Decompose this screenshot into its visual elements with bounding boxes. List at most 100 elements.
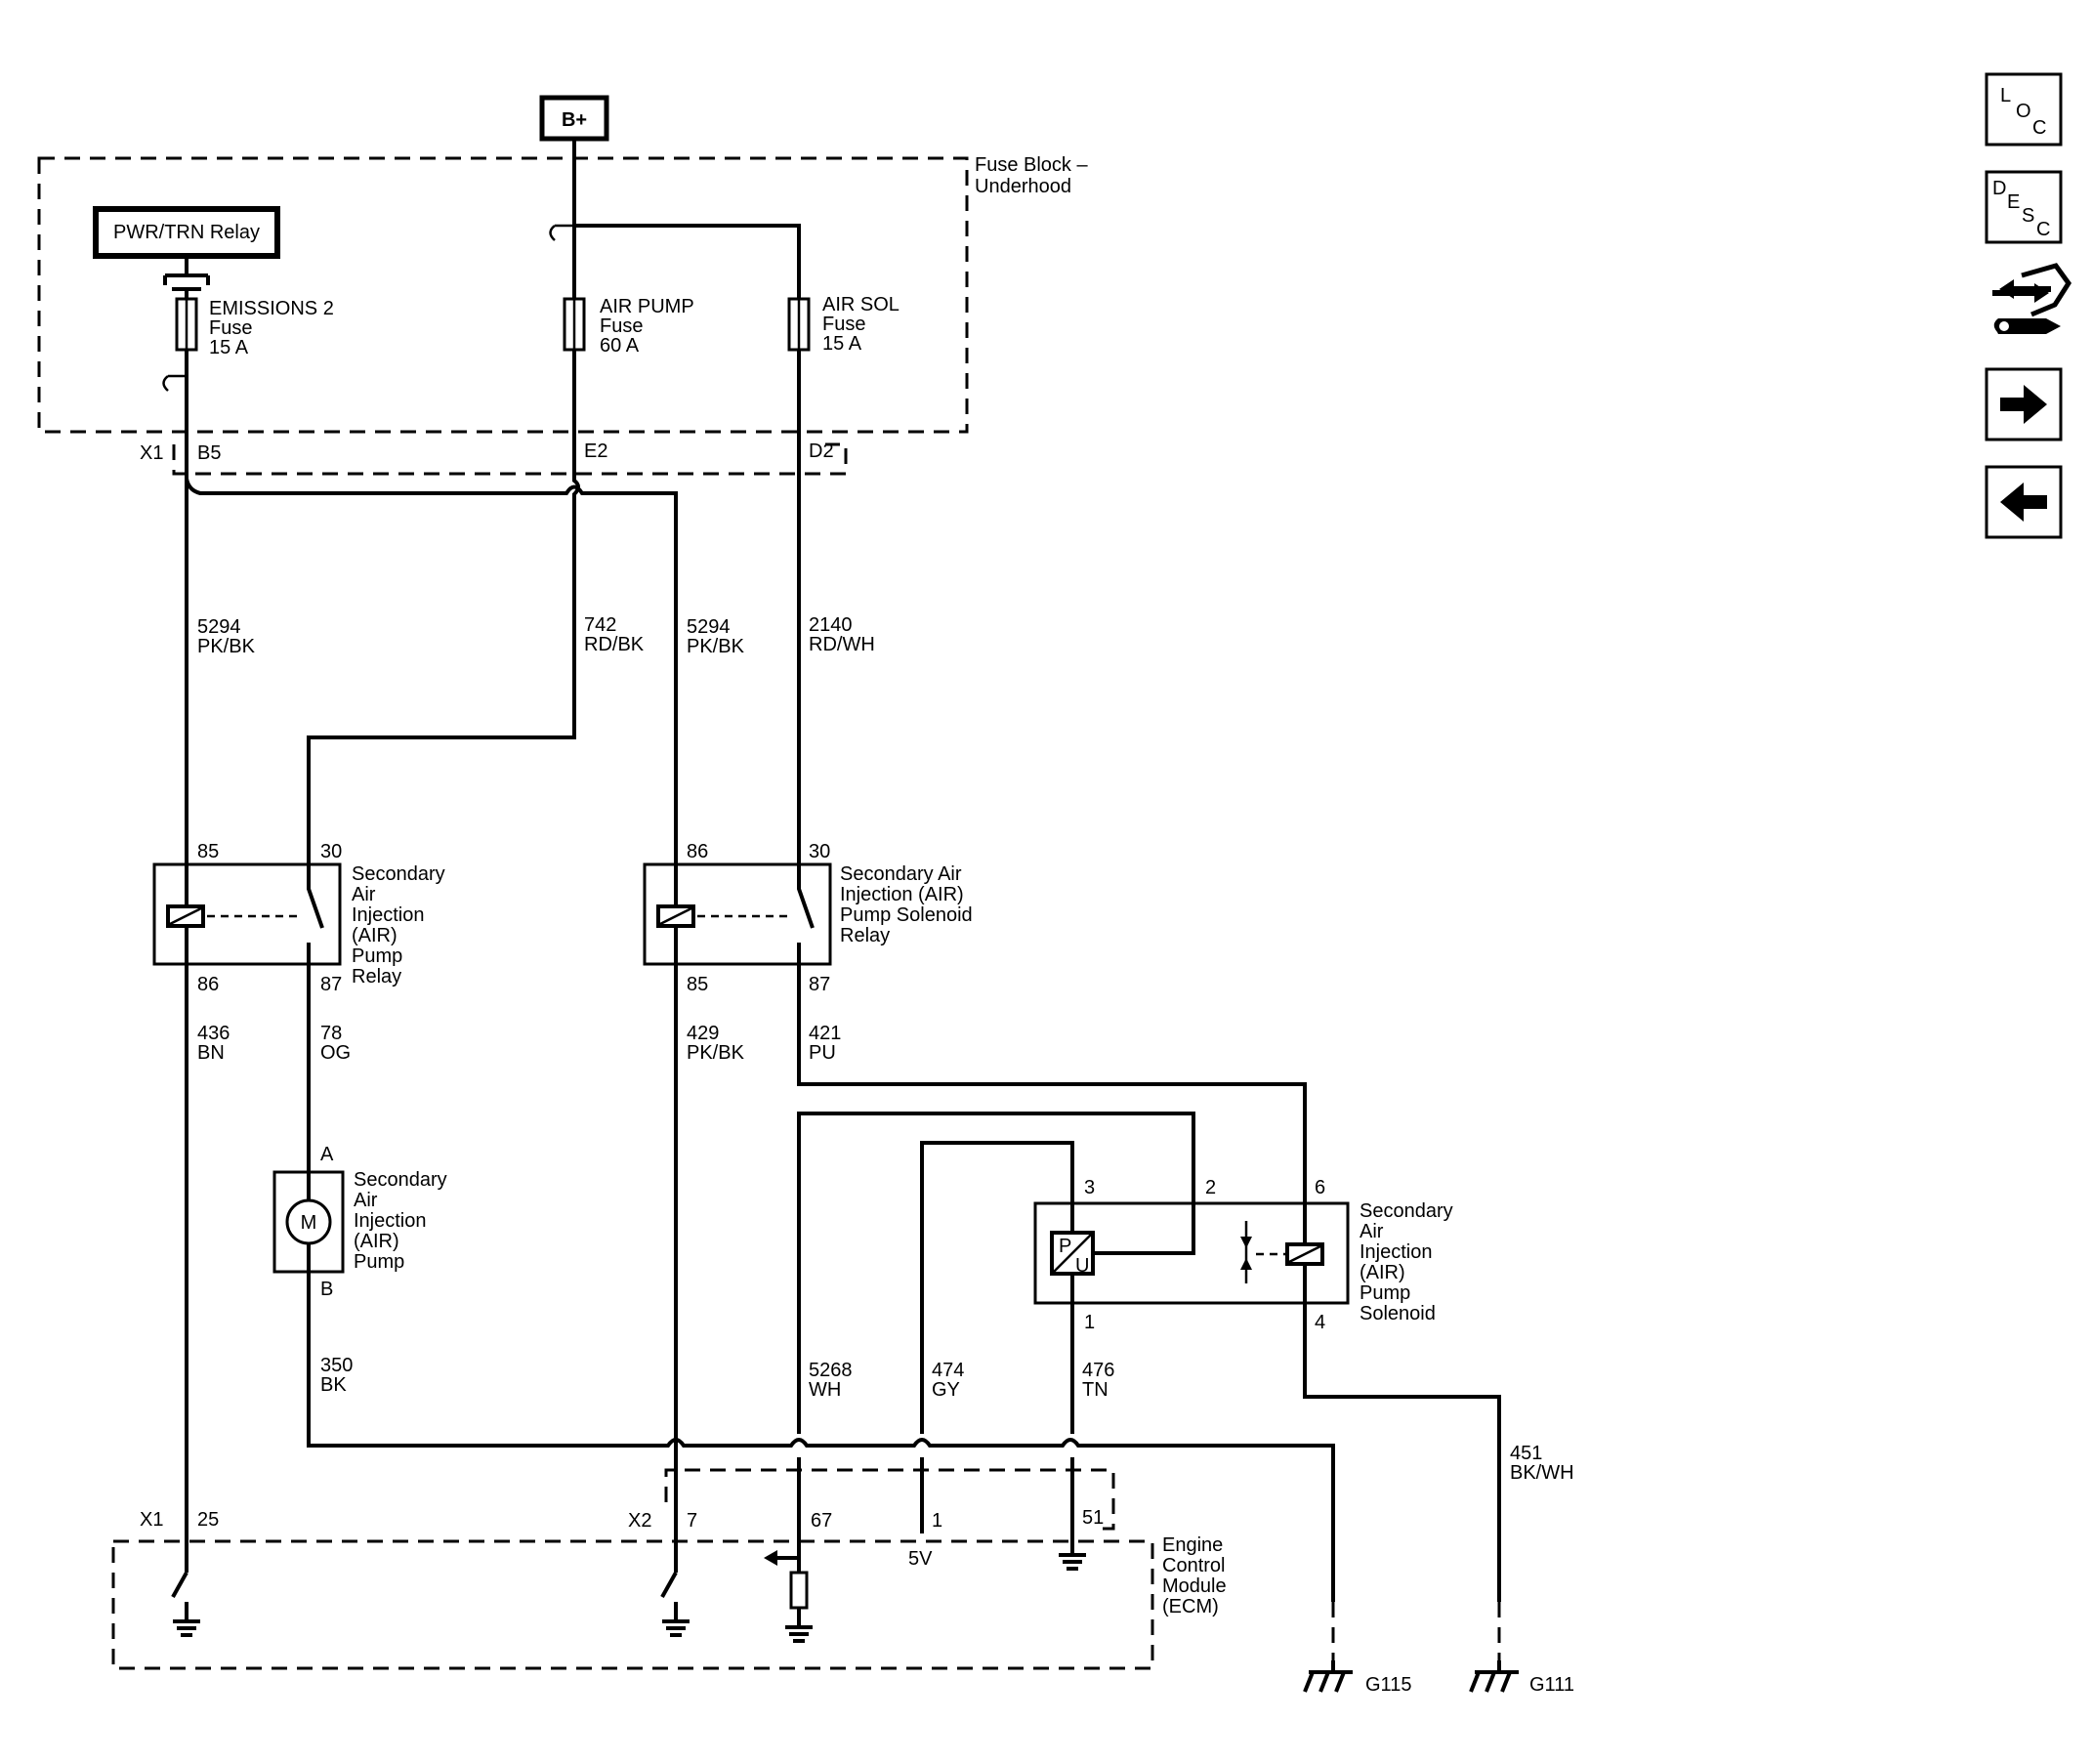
relay-label: Injection (AIR)	[840, 884, 964, 905]
relay-label: Secondary Air	[840, 863, 962, 885]
air-pump-solenoid-relay: 86 30 85 87 Secondary Air Injection (AIR…	[643, 841, 973, 995]
pin-25: 25	[197, 1509, 219, 1531]
relay-pin: 30	[809, 841, 830, 862]
wire-circuit: 2140	[809, 614, 853, 636]
ground-g111: G111	[1469, 1660, 1574, 1696]
solenoid-pin: 3	[1084, 1177, 1095, 1198]
wire-circuit: 5294	[197, 616, 241, 638]
wire-color: PK/BK	[687, 1042, 745, 1064]
wire-circuit: 476	[1082, 1360, 1114, 1381]
ecm-ref-voltage: 5V	[908, 1548, 933, 1570]
connector-mark	[549, 224, 574, 241]
relay-pin: 86	[197, 974, 219, 995]
relay-pin: 85	[197, 841, 219, 862]
wire-color: GY	[932, 1379, 960, 1401]
desc-letter: C	[2036, 219, 2050, 240]
desc-letter: D	[1992, 178, 2006, 199]
loc-letter: O	[2016, 101, 2031, 122]
wire-circuit: 474	[932, 1360, 964, 1381]
pwr-trn-relay-label: PWR/TRN Relay	[113, 222, 260, 243]
connector-x2-boundary	[664, 1468, 1115, 1531]
wire-circuit: 78	[320, 1023, 342, 1044]
relay-label: Injection	[352, 904, 425, 926]
ecm-low-side-driver-7	[660, 1572, 690, 1637]
loc-letter: L	[2000, 85, 2011, 106]
pump-label: Air	[354, 1190, 378, 1211]
solenoid-pin: 1	[1084, 1312, 1095, 1333]
wire-circuit: 451	[1510, 1443, 1542, 1464]
connector-mark	[162, 374, 187, 392]
previous-page-button[interactable]	[1985, 465, 2063, 539]
location-nav-button[interactable]: L O C	[1985, 72, 2063, 147]
ecm-label: Engine	[1162, 1534, 1223, 1556]
fuse-air-pump: AIR PUMP Fuse 60 A	[563, 296, 694, 357]
solenoid-label: Secondary	[1360, 1200, 1453, 1222]
pump-label: (AIR)	[354, 1231, 399, 1252]
sensor-letter: U	[1075, 1255, 1089, 1277]
fuse-name: AIR SOL	[822, 294, 900, 315]
relay-label: Air	[352, 884, 376, 905]
solenoid-label: Injection	[1360, 1241, 1433, 1263]
fuse-block-boundary	[37, 156, 969, 434]
ecm-input-67	[764, 1550, 813, 1643]
fuse-name: EMISSIONS 2	[209, 298, 334, 319]
fuse-block-label-2: Underhood	[975, 176, 1071, 197]
wire-circuit: 421	[809, 1023, 841, 1044]
wire-color: WH	[809, 1379, 841, 1401]
relay-label: Relay	[352, 966, 401, 987]
wire-color: PK/BK	[687, 636, 745, 657]
fuse-emissions-2: EMISSIONS 2 Fuse 15 A	[175, 297, 334, 358]
connector-x1-boundary	[172, 442, 848, 476]
air-pump-relay: 85 30 86 87 Secondary Air Injection (AIR…	[152, 841, 445, 995]
relay-label: (AIR)	[352, 925, 397, 946]
fuse-block-label-1: Fuse Block –	[975, 154, 1088, 176]
fuse-type: Fuse	[822, 314, 865, 335]
arrow-left-icon	[2000, 483, 2047, 522]
ecm-ground-51	[1059, 1553, 1086, 1571]
loc-letter: C	[2032, 117, 2046, 139]
connector-x1: X1	[140, 442, 163, 464]
connector-x1-lower: X1	[140, 1509, 163, 1531]
ground-label: G115	[1365, 1674, 1411, 1696]
ecm-boundary	[111, 1539, 1154, 1670]
arrow-right-icon	[2000, 385, 2047, 424]
solenoid-pin: 6	[1315, 1177, 1325, 1198]
wire-color: OG	[320, 1042, 351, 1064]
solenoid-pin: 4	[1315, 1312, 1325, 1333]
fuse-type: Fuse	[209, 317, 252, 339]
relay-pin: 87	[320, 974, 342, 995]
connector-x2: X2	[628, 1510, 651, 1532]
sensor-letter: P	[1059, 1236, 1071, 1257]
pwr-trn-relay: PWR/TRN Relay	[93, 206, 280, 259]
description-nav-button[interactable]: D E S C	[1985, 170, 2063, 244]
wire-color: PK/BK	[197, 636, 256, 657]
relay-pin: 30	[320, 841, 342, 862]
fuse-name: AIR PUMP	[600, 296, 694, 317]
battery-label: B+	[562, 109, 587, 131]
ground-g115: G115	[1303, 1660, 1411, 1696]
pump-pin: A	[320, 1144, 334, 1165]
relay-pin: 86	[687, 841, 708, 862]
fuse-rating: 15 A	[209, 337, 249, 358]
relay-pin: 87	[809, 974, 830, 995]
fuse-air-sol: AIR SOL Fuse 15 A	[787, 294, 900, 355]
next-page-button[interactable]	[1985, 367, 2063, 441]
pin-d2: D2	[809, 441, 834, 462]
wire-circuit: 742	[584, 614, 616, 636]
relay-label: Pump	[352, 945, 402, 967]
solenoid-label: Solenoid	[1360, 1303, 1436, 1324]
solenoid-label: Pump	[1360, 1282, 1410, 1304]
relay-label: Secondary	[352, 863, 445, 885]
solenoid-label: Air	[1360, 1221, 1384, 1242]
desc-letter: S	[2022, 205, 2034, 227]
connector-wrench-icon[interactable]	[1992, 263, 2072, 334]
pin-51: 51	[1082, 1507, 1104, 1529]
ecm-low-side-driver-25	[171, 1572, 200, 1637]
desc-letter: E	[2007, 191, 2020, 213]
ecm-label: Module	[1162, 1575, 1227, 1597]
solenoid-label: (AIR)	[1360, 1262, 1405, 1283]
relay-label: Pump Solenoid	[840, 904, 973, 926]
ecm-label: Control	[1162, 1555, 1225, 1576]
pump-label: Secondary	[354, 1169, 447, 1191]
